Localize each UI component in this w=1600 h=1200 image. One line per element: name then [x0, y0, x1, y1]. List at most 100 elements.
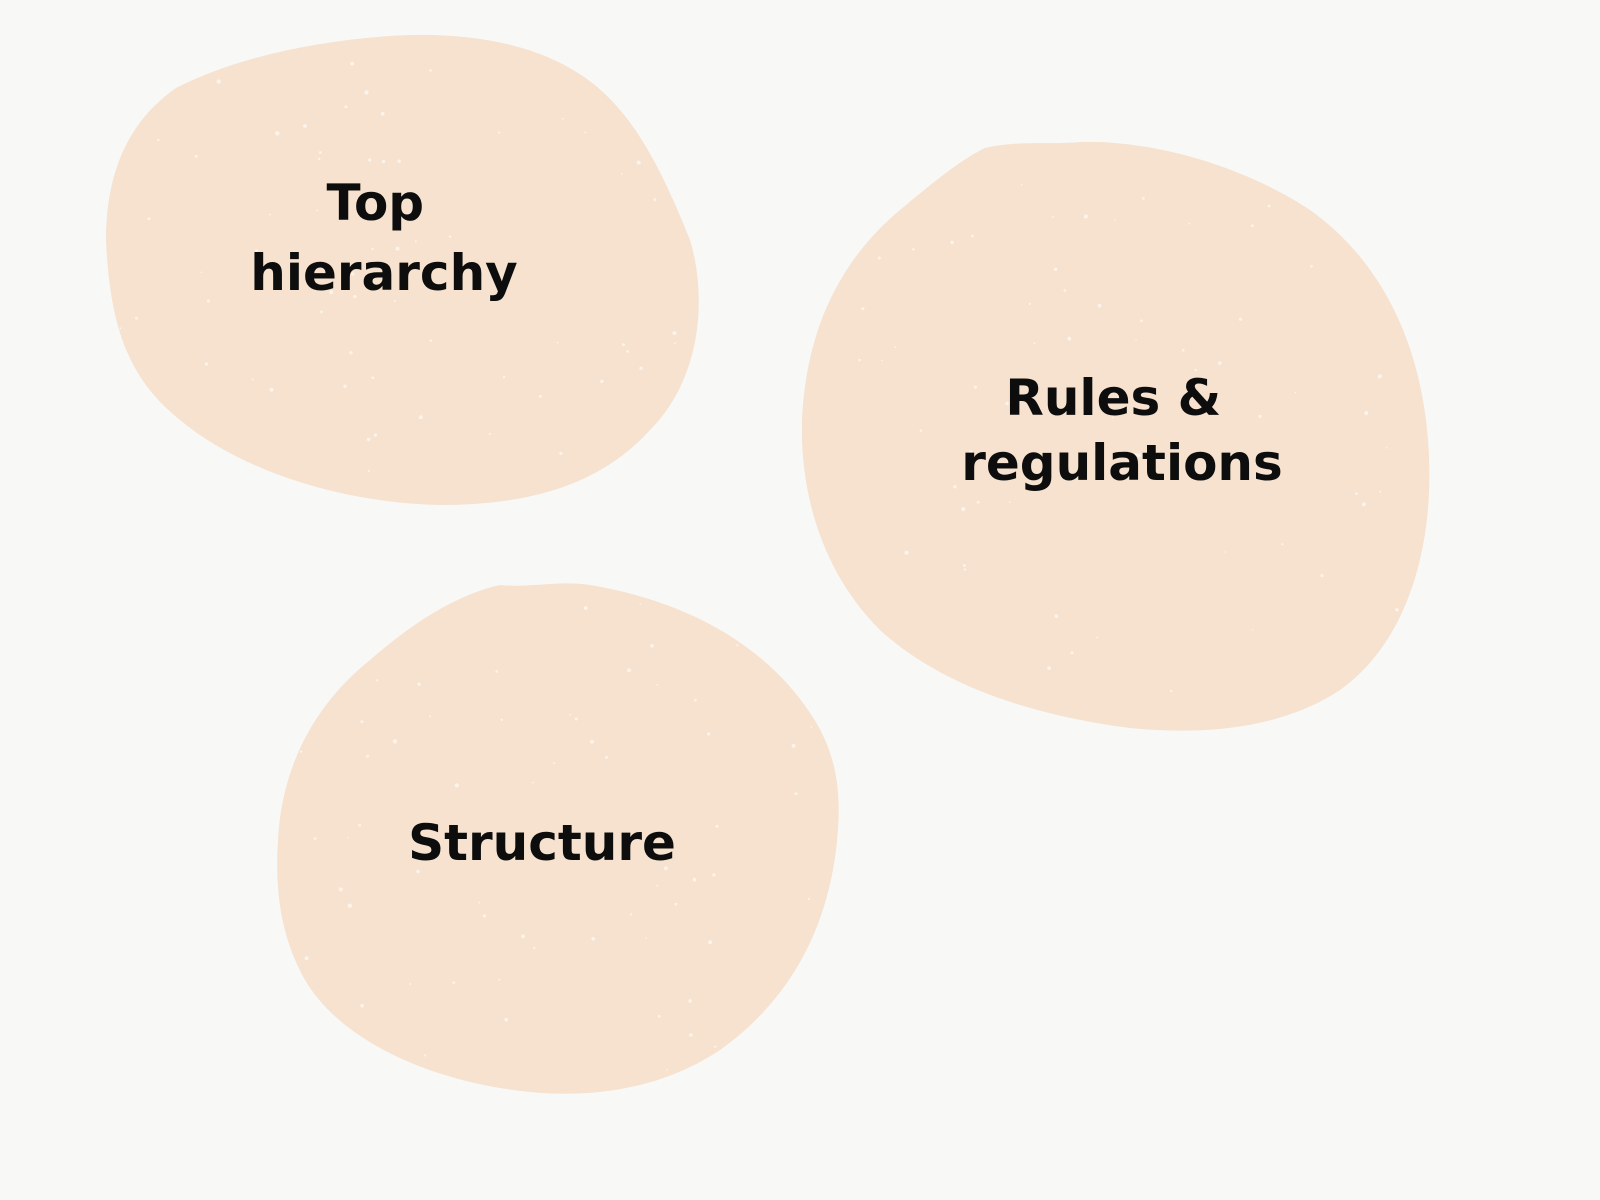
speckle — [894, 346, 897, 349]
speckle — [1377, 374, 1382, 379]
speckle — [366, 754, 370, 758]
speckle — [791, 743, 796, 748]
speckle — [969, 450, 973, 454]
speckle — [351, 272, 355, 276]
speckle — [961, 507, 966, 512]
speckle — [672, 331, 677, 336]
speckle — [397, 159, 401, 163]
speckle — [673, 342, 676, 345]
speckle — [364, 90, 369, 95]
speckle — [653, 198, 657, 202]
speckle — [1136, 453, 1141, 458]
speckle — [360, 720, 364, 724]
speckle — [1140, 319, 1143, 323]
speckle — [1096, 636, 1098, 639]
speckle — [371, 376, 375, 380]
blob-label-line: regulations — [961, 434, 1283, 492]
speckle — [583, 606, 588, 610]
speckle — [380, 111, 385, 116]
speckle — [521, 934, 525, 939]
speckle — [360, 1003, 364, 1008]
speckle — [376, 679, 379, 682]
speckle — [950, 240, 954, 245]
speckle — [639, 366, 643, 370]
speckle — [1250, 224, 1254, 228]
speckle — [971, 234, 974, 238]
speckle — [424, 1054, 427, 1057]
speckle — [255, 249, 259, 253]
speckle — [1151, 475, 1154, 478]
speckle — [962, 564, 966, 567]
speckle — [349, 351, 353, 355]
speckle — [393, 300, 396, 303]
speckle — [1218, 361, 1222, 365]
speckle — [645, 937, 647, 939]
speckle — [269, 387, 274, 392]
speckle — [708, 940, 713, 945]
speckle — [1047, 666, 1051, 670]
speckle — [320, 310, 323, 314]
blob-label-rules-regulations: Rules & regulations — [961, 369, 1283, 492]
speckle — [626, 350, 629, 353]
speckle — [1395, 608, 1399, 612]
speckle — [318, 157, 321, 161]
speckle — [1142, 197, 1145, 200]
speckle — [1361, 502, 1366, 507]
speckle — [861, 307, 865, 311]
speckle — [736, 644, 739, 647]
speckle — [414, 240, 417, 243]
speckle — [1008, 501, 1011, 504]
speckle — [1051, 216, 1054, 218]
speckle — [482, 914, 487, 918]
speckle — [1005, 401, 1009, 406]
speckle — [533, 946, 536, 950]
speckle — [674, 902, 678, 906]
speckle — [666, 1069, 668, 1071]
speckle — [119, 327, 122, 330]
speckle — [488, 432, 491, 435]
speckle — [358, 823, 361, 827]
speckle — [715, 824, 719, 828]
speckle — [382, 159, 386, 164]
speckle — [303, 124, 307, 128]
speckle — [636, 160, 641, 165]
speckle — [630, 913, 633, 916]
speckle — [600, 379, 604, 384]
blob-label-line: Top — [326, 174, 424, 232]
speckle — [794, 792, 798, 796]
blob-shape-top-hierarchy — [106, 34, 699, 506]
speckle — [367, 469, 370, 473]
speckle — [963, 568, 967, 571]
speckle — [692, 877, 697, 882]
blob-label-structure: Structure — [408, 814, 676, 872]
speckle — [1170, 689, 1173, 693]
speckle — [1114, 219, 1116, 222]
speckle — [454, 783, 459, 788]
speckle — [350, 61, 355, 66]
blob-rules-regulations: Rules & regulations — [801, 141, 1430, 731]
speckle — [714, 1045, 717, 1048]
speckle — [318, 151, 322, 154]
speckle — [858, 358, 861, 362]
speckle — [538, 394, 542, 398]
speckle — [664, 866, 668, 871]
speckle — [304, 956, 309, 961]
speckle — [299, 750, 303, 753]
speckle — [584, 131, 586, 134]
speckle — [877, 256, 881, 260]
speckle — [498, 131, 501, 134]
speckle — [807, 897, 810, 901]
speckle — [1182, 348, 1185, 352]
speckle — [1097, 303, 1102, 308]
speckle — [366, 437, 371, 442]
speckle — [368, 158, 372, 162]
speckle — [1054, 614, 1059, 618]
speckle — [207, 299, 210, 303]
speckle — [904, 550, 909, 555]
speckle — [694, 698, 697, 702]
speckle — [1053, 267, 1058, 271]
blob-label-top-hierarchy: Top hierarchy — [250, 174, 518, 302]
speckle — [1020, 184, 1023, 186]
speckle — [1238, 317, 1243, 321]
speckle — [621, 343, 625, 347]
